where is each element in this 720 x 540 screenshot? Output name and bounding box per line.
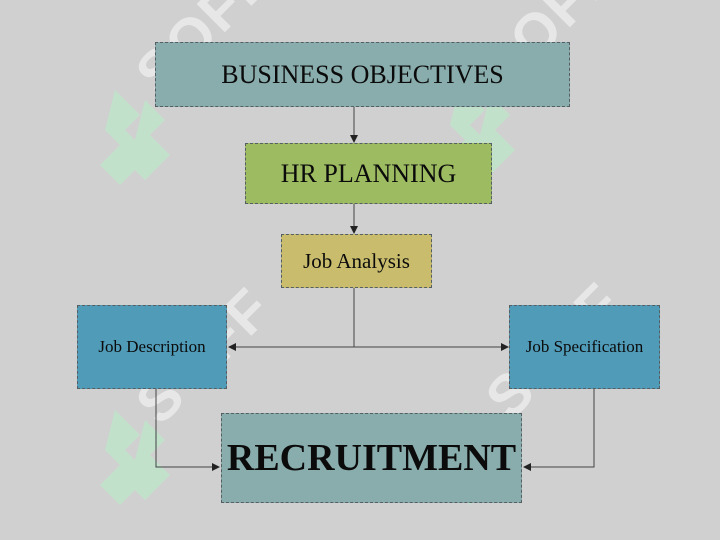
job-description-box: Job Description bbox=[77, 305, 227, 389]
arrow-description-to-recruitment bbox=[155, 389, 220, 471]
arrow-specification-to-recruitment bbox=[523, 389, 595, 471]
recruitment-box: RECRUITMENT bbox=[221, 413, 522, 503]
job-specification-box: Job Specification bbox=[509, 305, 660, 389]
job-analysis-box: Job Analysis bbox=[281, 234, 432, 288]
hr-planning-box: HR PLANNING bbox=[245, 143, 492, 204]
business-objectives-box: BUSINESS OBJECTIVES bbox=[155, 42, 570, 107]
